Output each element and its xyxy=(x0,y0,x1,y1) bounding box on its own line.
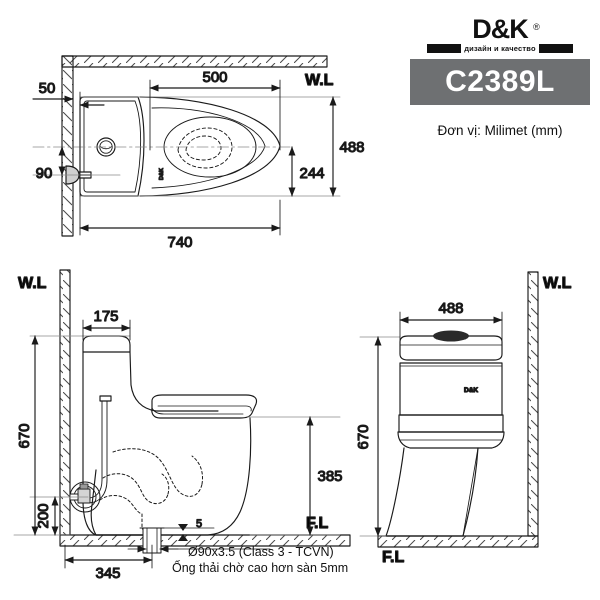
side-view-trapway xyxy=(99,448,203,536)
front-view-fl-label: F.L xyxy=(382,549,404,566)
top-view-extension-lines xyxy=(79,79,281,236)
front-view-flush-button-icon xyxy=(433,330,469,342)
note-drain-text: Ống thải chờ cao hơn sàn 5mm xyxy=(172,560,348,575)
brand-name: D&K ® xyxy=(472,14,539,44)
brand-tagline-row: дизайн и качество xyxy=(410,43,590,54)
drain-level-marker: 5 xyxy=(159,517,215,541)
tagline-bar-right xyxy=(538,44,573,53)
side-view-wall xyxy=(59,269,71,536)
dim-244-label: 244 xyxy=(299,165,324,182)
dim-500: 500 xyxy=(149,68,281,92)
dim-670-side-label: 670 xyxy=(16,423,33,448)
side-view-fl-label: F.L xyxy=(306,515,328,532)
front-view-group: D&K 488 670 W.L F.L xyxy=(354,271,572,567)
dim-200-label: 200 xyxy=(35,503,52,528)
dim-740-label: 740 xyxy=(167,234,192,251)
side-view-supply-pipe xyxy=(87,395,112,504)
note-drain-spec: Ø90x3.5 (Class 3 - TCVN) xyxy=(188,545,334,559)
top-view-group: 500 740 50 90 488 xyxy=(32,55,365,252)
front-view-wl-label: W.L xyxy=(543,275,572,292)
side-view-group: 5 175 xyxy=(13,269,351,583)
dim-500-label: 500 xyxy=(202,69,227,86)
dim-385-label: 385 xyxy=(317,468,342,485)
top-view-center-lines xyxy=(32,96,341,197)
dim-175: 175 xyxy=(82,307,131,332)
dim-90-label: 90 xyxy=(36,165,53,182)
dim-488-front: 488 xyxy=(399,299,503,324)
brand-logo: D&K ® xyxy=(410,14,590,48)
front-view-toilet-outline xyxy=(385,335,505,537)
top-view-toilet-outline xyxy=(79,96,281,197)
dim-90: 90 xyxy=(35,146,66,183)
front-view-floor xyxy=(377,535,539,548)
top-view-wall-vertical xyxy=(61,55,74,237)
side-view-wl-label: W.L xyxy=(18,275,47,292)
brand-tagline: дизайн и качество xyxy=(464,44,536,53)
dim-345: 345 xyxy=(64,556,153,583)
tagline-bar-left xyxy=(427,44,462,53)
dim-50: 50 xyxy=(32,79,105,109)
dim-488-top-label: 488 xyxy=(339,139,364,156)
dim-670-front: 670 xyxy=(354,336,382,537)
side-view-toilet-outline xyxy=(82,335,258,536)
dim-740: 740 xyxy=(79,224,281,252)
model-code: C2389L xyxy=(445,65,555,98)
unit-note: Đơn vị: Milimet (mm) xyxy=(437,123,563,138)
brand-name-text: D&K xyxy=(472,14,528,44)
dim-175-label: 175 xyxy=(93,308,118,325)
dim-244: 244 xyxy=(288,146,325,197)
dim-670-side: 670 xyxy=(15,335,39,536)
dim-385: 385 xyxy=(306,416,343,536)
dim-488-front-label: 488 xyxy=(438,300,463,317)
dim-200: 200 xyxy=(34,496,59,536)
front-view-brand-mark: D&K xyxy=(464,387,478,394)
dim-50-label: 50 xyxy=(39,80,56,97)
front-view-wall xyxy=(527,271,539,537)
top-view-wall-horizontal xyxy=(61,55,328,68)
dim-670-front-label: 670 xyxy=(355,424,372,449)
registered-mark-icon: ® xyxy=(533,22,540,32)
title-block: D&K ® дизайн и качество C2389L Đơn vị: Mi… xyxy=(410,14,590,138)
top-view-water-spot xyxy=(177,127,233,169)
dim-488-top: 488 xyxy=(329,96,365,197)
side-view-extension-lines xyxy=(64,319,153,569)
dim-345-label: 345 xyxy=(95,565,120,582)
top-view-brand-mark: D&K xyxy=(159,168,165,180)
top-view-wl-label: W.L xyxy=(305,72,334,89)
dim-5-label: 5 xyxy=(196,518,202,530)
model-badge: C2389L xyxy=(410,59,590,105)
side-view-reference-lines xyxy=(13,335,341,536)
